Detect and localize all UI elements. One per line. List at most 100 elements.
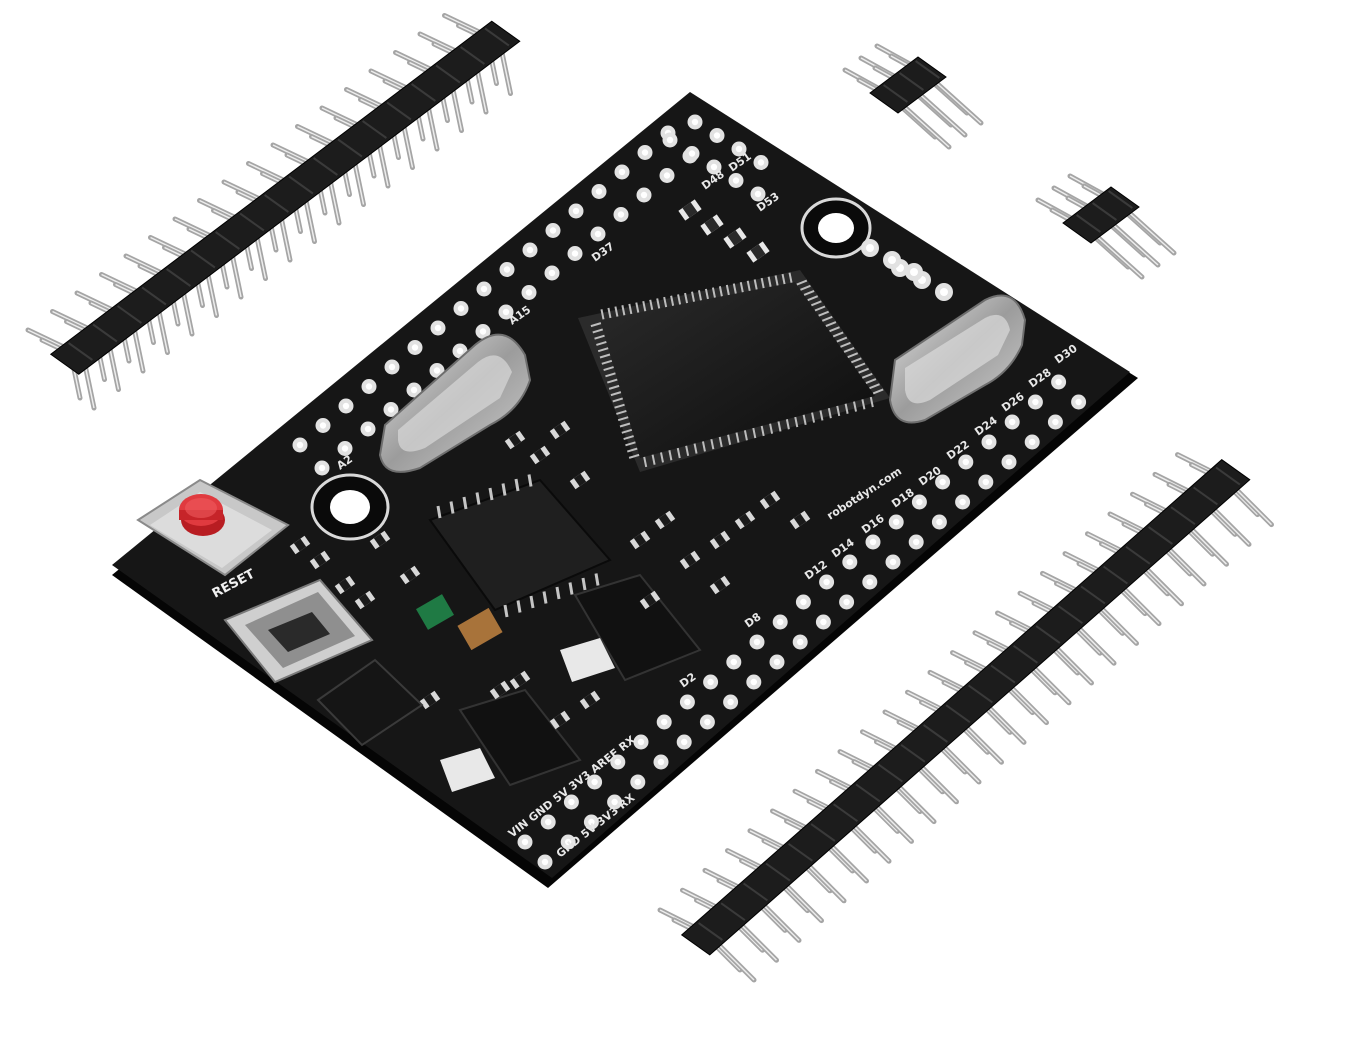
header-ridge bbox=[460, 46, 485, 65]
mcu-pin bbox=[727, 434, 732, 445]
mcu-pin bbox=[597, 347, 609, 353]
header-pin-highlight bbox=[898, 101, 950, 148]
mcu-pin bbox=[800, 284, 811, 291]
pad-hole bbox=[1075, 398, 1082, 406]
pad-hole bbox=[611, 798, 618, 806]
header-pin-highlight bbox=[1208, 503, 1250, 545]
serial-pin bbox=[594, 573, 600, 586]
header-pin-highlight bbox=[1073, 622, 1115, 664]
pad-hole bbox=[433, 367, 441, 374]
pad-hole bbox=[479, 328, 487, 335]
header-pin-highlight bbox=[914, 89, 966, 136]
smd-body bbox=[533, 448, 547, 462]
header-pin-highlight bbox=[1123, 207, 1175, 254]
mcu-pin bbox=[619, 422, 631, 428]
header-ridge bbox=[833, 803, 858, 823]
mcu-pin bbox=[827, 407, 832, 419]
mcu-pin bbox=[718, 286, 723, 297]
mcu-pin bbox=[869, 396, 874, 408]
pad-hole bbox=[866, 578, 873, 586]
pad-hole bbox=[541, 858, 549, 866]
pad-hole bbox=[1055, 378, 1062, 386]
header-pin-highlight bbox=[1050, 642, 1093, 684]
header-ridge bbox=[166, 268, 191, 287]
pad-hole bbox=[773, 658, 781, 666]
pad-hole bbox=[777, 618, 784, 626]
header-ridge bbox=[386, 101, 412, 121]
pad-hole bbox=[820, 618, 827, 626]
status-leds bbox=[678, 199, 770, 263]
mcu-pin bbox=[811, 412, 816, 423]
pad-hole bbox=[691, 118, 699, 126]
header-pin-highlight bbox=[983, 701, 1025, 743]
serial-pin bbox=[568, 582, 574, 595]
header-ridge bbox=[1193, 486, 1218, 506]
header-pin-highlight bbox=[870, 800, 913, 842]
mcu-pin bbox=[635, 302, 640, 313]
pad-hole bbox=[588, 818, 595, 826]
header-pin-highlight bbox=[1140, 563, 1183, 605]
smd-body bbox=[423, 693, 437, 707]
header-ridge bbox=[1170, 506, 1196, 526]
header-ridge bbox=[1148, 526, 1173, 545]
mcu-pin bbox=[642, 300, 647, 312]
mcu-pin bbox=[660, 452, 664, 463]
header-ridge bbox=[1058, 605, 1083, 625]
mcu-pin bbox=[861, 399, 866, 410]
pad-hole bbox=[1009, 418, 1016, 426]
mcu-pin bbox=[858, 367, 870, 374]
smd-body bbox=[313, 553, 327, 567]
mcu-pin bbox=[802, 414, 807, 426]
mcu-pin bbox=[832, 331, 844, 338]
serial-pin bbox=[529, 595, 535, 609]
header-ridge bbox=[855, 783, 881, 803]
pad-hole bbox=[982, 478, 989, 486]
pad-hole bbox=[411, 344, 419, 351]
smd-components bbox=[289, 420, 811, 730]
header-ridge bbox=[810, 823, 836, 842]
header-pin-highlight bbox=[1118, 583, 1160, 625]
header-ridge bbox=[990, 664, 1016, 684]
serial-pin bbox=[581, 577, 587, 591]
serial-pin bbox=[516, 600, 522, 613]
header-pin-highlight bbox=[1163, 543, 1205, 585]
mcu-pin bbox=[836, 336, 848, 343]
pad-hole bbox=[548, 269, 556, 277]
mcu-pin bbox=[777, 421, 782, 432]
mcu-pin bbox=[590, 322, 602, 328]
header-pin-highlight bbox=[1185, 523, 1228, 565]
header-ridge bbox=[1013, 644, 1038, 664]
mcu-pin bbox=[853, 401, 857, 412]
pad-hole bbox=[985, 438, 993, 446]
micro-usb-port bbox=[223, 578, 374, 684]
header-ridge bbox=[337, 138, 363, 158]
mcu-pin bbox=[785, 419, 790, 430]
mcu-pin bbox=[599, 353, 611, 359]
header-ridge bbox=[313, 157, 338, 176]
smd-body bbox=[643, 593, 657, 607]
icsp-hole bbox=[866, 244, 874, 252]
mcu-pin bbox=[601, 359, 613, 365]
pad-hole bbox=[618, 168, 626, 176]
pad-hole bbox=[296, 441, 304, 449]
pad-hole bbox=[457, 305, 465, 312]
pad-hole bbox=[666, 136, 674, 144]
pad-hole bbox=[568, 798, 575, 806]
mcu-pin bbox=[760, 425, 765, 437]
mcu-pin bbox=[796, 279, 808, 286]
header-ridge bbox=[68, 342, 93, 361]
mcu-pin bbox=[610, 391, 622, 397]
header-pin-highlight bbox=[1005, 682, 1048, 724]
smd-body bbox=[553, 423, 567, 437]
pad-hole bbox=[545, 818, 552, 826]
serial-pin bbox=[542, 591, 548, 604]
header-ridge bbox=[1076, 214, 1101, 233]
mcu-pin bbox=[656, 298, 661, 309]
header-ridge bbox=[743, 882, 768, 902]
pad-hole bbox=[750, 678, 757, 686]
serial-pin bbox=[475, 492, 481, 505]
smd-body bbox=[633, 533, 647, 547]
pad-hole bbox=[595, 188, 603, 195]
header-ridge bbox=[883, 84, 908, 103]
